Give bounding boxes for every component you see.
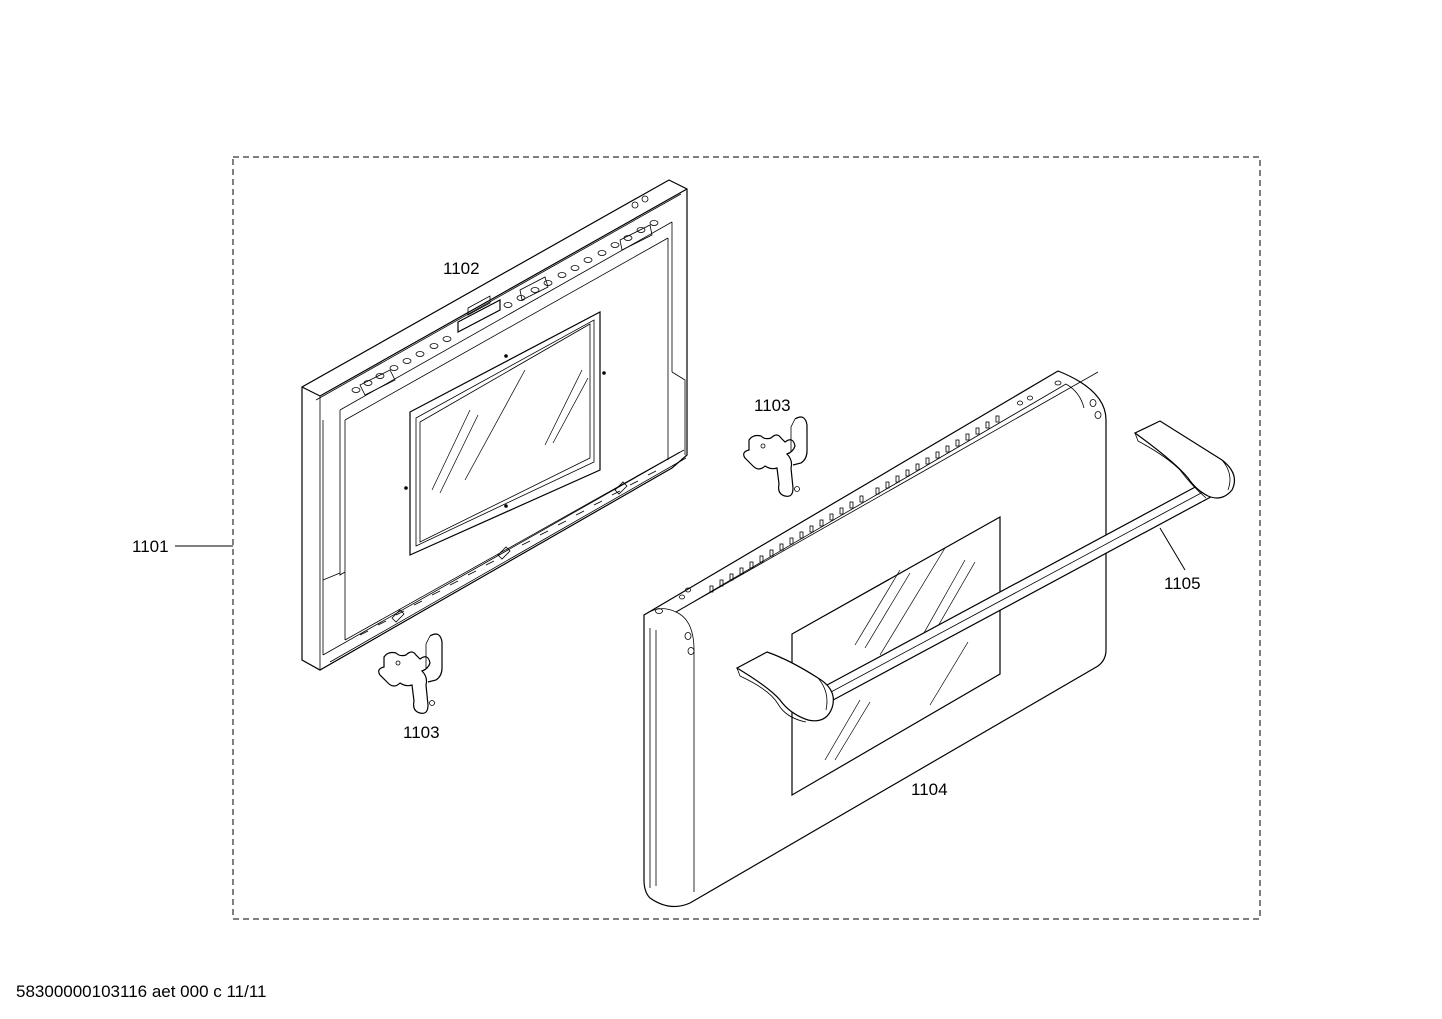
handle-bar [735, 420, 1235, 723]
leader-1105 [1159, 527, 1186, 571]
hinge-part-upper [743, 416, 808, 497]
top-vent-holes [351, 195, 659, 393]
label-1105: 1105 [1164, 574, 1201, 593]
label-1104: 1104 [911, 780, 948, 799]
hinge-part-lower [378, 633, 443, 714]
assembly-boundary [232, 156, 1261, 920]
outer-door-vent-slots [709, 415, 1000, 593]
label-1102: 1102 [443, 259, 480, 278]
drawing-reference: 58300000103116 aet 000 c 11/11 [16, 982, 267, 1001]
inner-door-frame [301, 179, 688, 671]
outer-door-panel [643, 370, 1107, 908]
label-1103-upper: 1103 [754, 396, 791, 415]
label-1101: 1101 [132, 537, 169, 556]
bottom-vent-slits [359, 470, 657, 636]
label-1103-lower: 1103 [403, 723, 440, 742]
